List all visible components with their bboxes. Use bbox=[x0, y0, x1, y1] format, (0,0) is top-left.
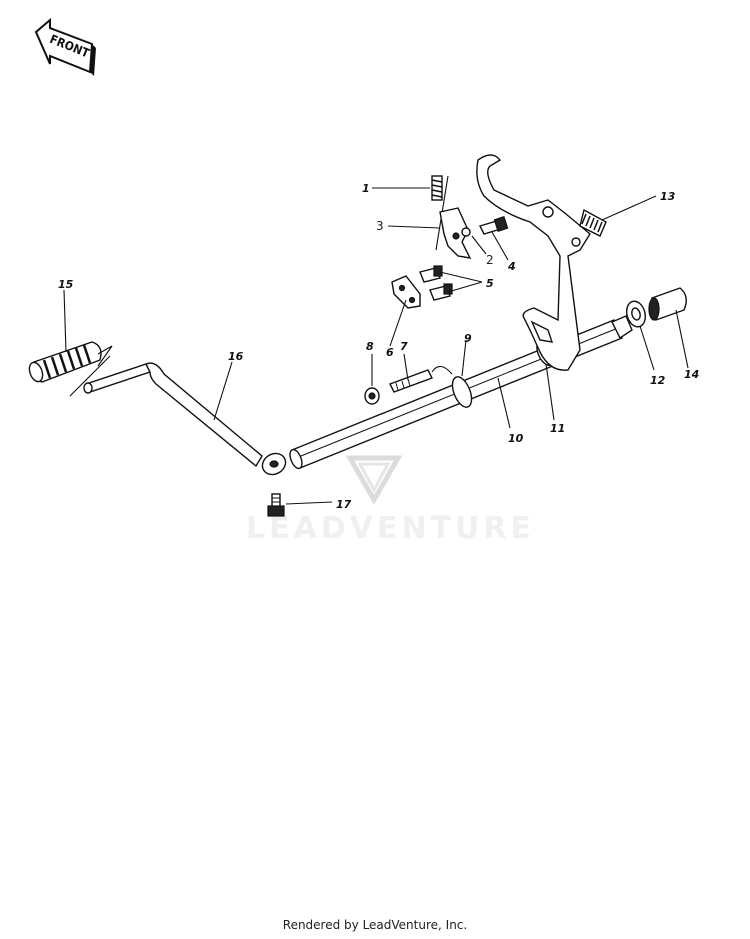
callout-14: 14 bbox=[684, 368, 699, 381]
watermark: LEADVENTURE bbox=[246, 455, 535, 546]
callout-11: 11 bbox=[550, 422, 565, 435]
callout-2: 2 bbox=[486, 253, 494, 267]
footpeg-rubber bbox=[28, 341, 113, 397]
oil-seal bbox=[648, 287, 687, 321]
leader-lines bbox=[63, 187, 689, 505]
callout-16: 16 bbox=[228, 350, 244, 363]
stopper-bolt bbox=[479, 215, 509, 235]
callout-9: 9 bbox=[464, 332, 472, 345]
washer bbox=[625, 300, 647, 328]
callout-3: 3 bbox=[376, 219, 384, 233]
callout-17: 17 bbox=[336, 498, 352, 511]
callout-4: 4 bbox=[507, 260, 516, 273]
callout-13: 13 bbox=[660, 190, 676, 203]
stopper-plate bbox=[439, 207, 472, 259]
watermark-text: LEADVENTURE bbox=[246, 511, 535, 546]
front-arrow: FRONT bbox=[34, 17, 96, 76]
footer-credit: Rendered by LeadVenture, Inc. bbox=[282, 918, 468, 932]
callout-6: 6 bbox=[386, 346, 394, 359]
retainer-plate bbox=[391, 275, 421, 309]
nut bbox=[364, 387, 380, 405]
callout-1: 1 bbox=[362, 182, 370, 195]
pedal-bolt bbox=[267, 493, 285, 517]
callout-8: 8 bbox=[366, 340, 374, 353]
callouts: 1 2 3 4 5 6 7 8 9 10 11 12 13 14 15 16 1… bbox=[58, 182, 699, 511]
pin bbox=[389, 369, 433, 393]
callout-10: 10 bbox=[508, 432, 524, 445]
shift-pedal bbox=[83, 362, 287, 476]
circlip bbox=[431, 365, 473, 408]
callout-7: 7 bbox=[400, 340, 408, 353]
callout-12: 12 bbox=[650, 374, 666, 387]
callout-5: 5 bbox=[486, 277, 494, 290]
callout-15: 15 bbox=[58, 278, 74, 291]
screws bbox=[419, 265, 453, 301]
shift-arm bbox=[476, 154, 607, 371]
